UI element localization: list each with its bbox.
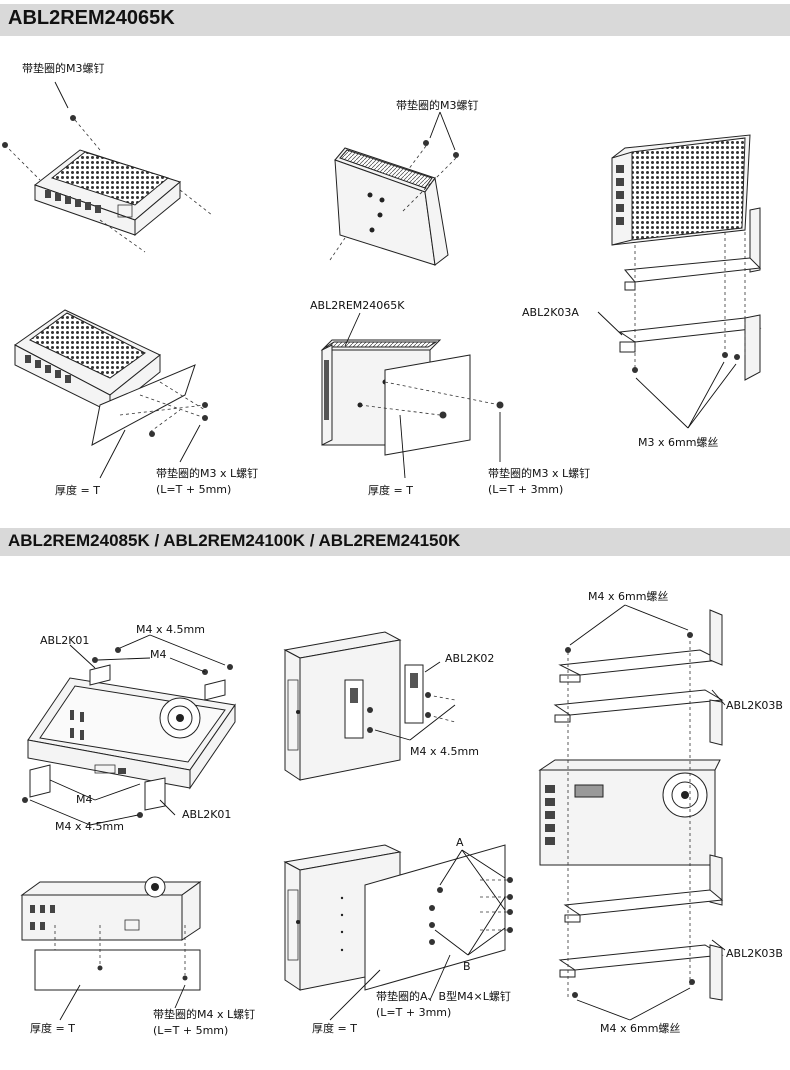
figure-unit-plate-left: 厚度 = T 带垫圈的M3 x L螺钉 (L=T + 5mm)	[14, 309, 258, 497]
label-m4-l-screw-length: (L=T + 5mm)	[153, 1024, 228, 1037]
label-thickness-mid: 厚度 = T	[368, 483, 413, 497]
label-thickness-left: 厚度 = T	[55, 483, 100, 497]
label-m4-l-screw: 带垫圈的M4 x L螺钉	[153, 1007, 255, 1021]
figure-unit-top-screws: 带垫圈的M3螺钉	[2, 61, 213, 253]
figure-unit-bracket-a: ABL2K03A M3 x 6mm螺丝	[522, 134, 762, 449]
label-model-abl2rem24065k: ABL2REM24065K	[310, 299, 405, 312]
label-m3-washer-screw: 带垫圈的M3螺钉	[22, 61, 105, 75]
figure-unit-bracket-b: M4 x 6mm螺丝 ABL2K03B ABL2K03B M4 x 6mm螺丝	[538, 590, 783, 1035]
label-abl2k01-bottom: ABL2K01	[182, 808, 231, 821]
section-header-1: ABL2REM24065K	[0, 4, 790, 36]
figure-unit-plate-bottom-left: 厚度 = T 带垫圈的M4 x L螺钉 (L=T + 5mm)	[20, 876, 255, 1037]
figure-unit-plate-mid: ABL2REM24065K 厚度 = T 带垫圈的M3 x L螺钉 (L=T +…	[310, 299, 590, 497]
label-m4-45mm-mid: M4 x 4.5mm	[410, 745, 479, 758]
label-ab-screw: 带垫圈的A、B型M4×L螺钉	[376, 989, 511, 1003]
section-title-abl2rem24065k: ABL2REM24065K	[8, 7, 175, 29]
figure-unit-plate-ab-screws: A B 厚度 = T 带垫圈的A、B型M4×L螺钉 (L=T + 3mm)	[283, 836, 513, 1035]
label-thickness-mid-2: 厚度 = T	[312, 1021, 357, 1035]
label-m4-bottom: M4	[76, 793, 93, 806]
label-m3-l-screw-mid-length: (L=T + 3mm)	[488, 483, 563, 496]
label-m4-45mm-bottom: M4 x 4.5mm	[55, 820, 124, 833]
label-a: A	[456, 836, 464, 849]
label-abl2k03b-top: ABL2K03B	[726, 699, 783, 712]
label-abl2k02: ABL2K02	[445, 652, 494, 665]
label-m4-45mm-top: M4 x 4.5mm	[136, 623, 205, 636]
label-m3-l-screw-left-length: (L=T + 5mm)	[156, 483, 231, 496]
label-thickness-left-2: 厚度 = T	[30, 1021, 75, 1035]
label-ab-screw-length: (L=T + 3mm)	[376, 1006, 451, 1019]
label-bracket-abl2k03a: ABL2K03A	[522, 306, 579, 319]
label-abl2k01-top: ABL2K01	[40, 634, 89, 647]
section-title-abl2rem24085k-group: ABL2REM24085K / ABL2REM24100K / ABL2REM2…	[8, 531, 461, 550]
figure-unit-bracket-k01: M4 x 4.5mm ABL2K01 M4 M4 ABL2K01 M4 x 4.…	[22, 623, 236, 833]
label-m3-washer-screw-2: 带垫圈的M3螺钉	[396, 98, 479, 112]
figure-unit-clip-k02: ABL2K02 M4 x 4.5mm	[283, 631, 494, 781]
label-m4-6mm-top: M4 x 6mm螺丝	[588, 590, 668, 603]
label-m3-l-screw-mid: 带垫圈的M3 x L螺钉	[488, 466, 590, 480]
label-abl2k03b-bottom: ABL2K03B	[726, 947, 783, 960]
label-m4-6mm-bottom: M4 x 6mm螺丝	[600, 1022, 680, 1035]
label-m4-top: M4	[150, 648, 167, 661]
section-header-2: ABL2REM24085K / ABL2REM24100K / ABL2REM2…	[0, 528, 790, 556]
figure-unit-side-mount: 带垫圈的M3螺钉	[329, 98, 479, 266]
label-m3-l-screw-left: 带垫圈的M3 x L螺钉	[156, 466, 258, 480]
label-b: B	[463, 960, 471, 973]
label-m3-6mm-screw: M3 x 6mm螺丝	[638, 436, 718, 449]
